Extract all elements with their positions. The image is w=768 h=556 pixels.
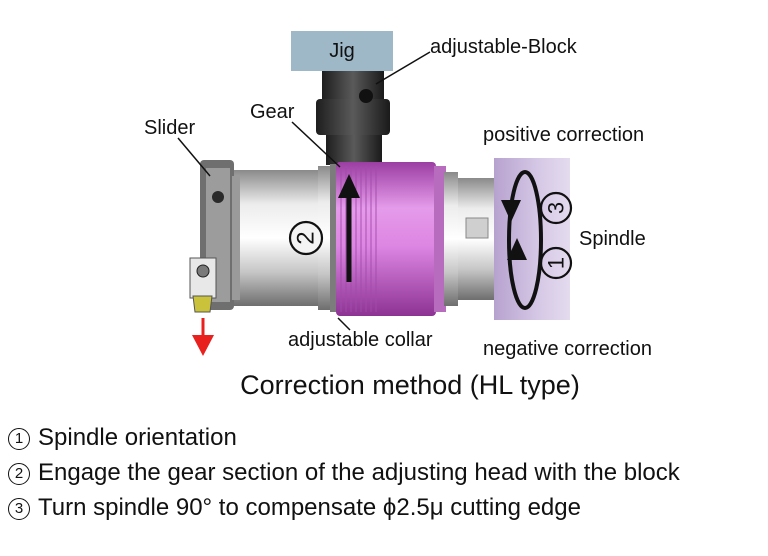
spindle-panel: [494, 158, 570, 320]
red-arrow-head: [192, 335, 214, 356]
adjustable-collar: [336, 162, 458, 316]
step-1-number: 1: [8, 428, 30, 450]
gear-label: Gear: [250, 101, 295, 123]
negative-correction-label: negative correction: [483, 338, 652, 360]
jig-box: [291, 31, 393, 71]
marker-3: 3: [539, 191, 573, 225]
positive-correction-label: positive correction: [483, 124, 644, 146]
adjustable-block: [316, 71, 390, 165]
leader-gear: [291, 121, 341, 168]
leader-slider: [177, 137, 211, 177]
step-2-number: 2: [8, 463, 30, 485]
leader-adjustable-collar: [337, 317, 351, 331]
svg-text:1: 1: [544, 257, 569, 269]
adjustable-block-label: adjustable-Block: [430, 36, 578, 58]
rotation-ellipse: [507, 170, 543, 310]
spindle-label: Spindle: [579, 228, 646, 250]
adjustable-collar-label: adjustable collar: [288, 329, 433, 351]
step-2: 2 Engage the gear section of the adjustin…: [8, 459, 680, 487]
positive-rotation-arrowhead: [501, 200, 521, 222]
leader-adjustable-block: [375, 51, 431, 85]
step-3-text: Turn spindle 90° to compensate ϕ2.5μ cut…: [38, 494, 581, 521]
marker-1: 1: [539, 246, 573, 280]
svg-text:3: 3: [544, 202, 569, 214]
slider-part: [189, 160, 234, 313]
step-1: 1 Spindle orientation: [8, 424, 237, 452]
marker-2: 2: [288, 220, 324, 256]
negative-rotation-arrowhead: [507, 238, 527, 260]
slider-label: Slider: [144, 117, 195, 139]
step-3: 3 Turn spindle 90° to compensate ϕ2.5μ cu…: [8, 494, 581, 522]
step-3-number: 3: [8, 498, 30, 520]
step-1-text: Spindle orientation: [38, 424, 237, 451]
step-2-text: Engage the gear section of the adjusting…: [38, 459, 680, 486]
svg-text:2: 2: [293, 231, 320, 244]
engage-arrow-head: [338, 174, 360, 198]
jig-label: Jig: [329, 40, 355, 62]
hl-type-diagram: Jig 3 1: [144, 31, 652, 400]
caption: Correction method (HL type): [240, 370, 580, 400]
